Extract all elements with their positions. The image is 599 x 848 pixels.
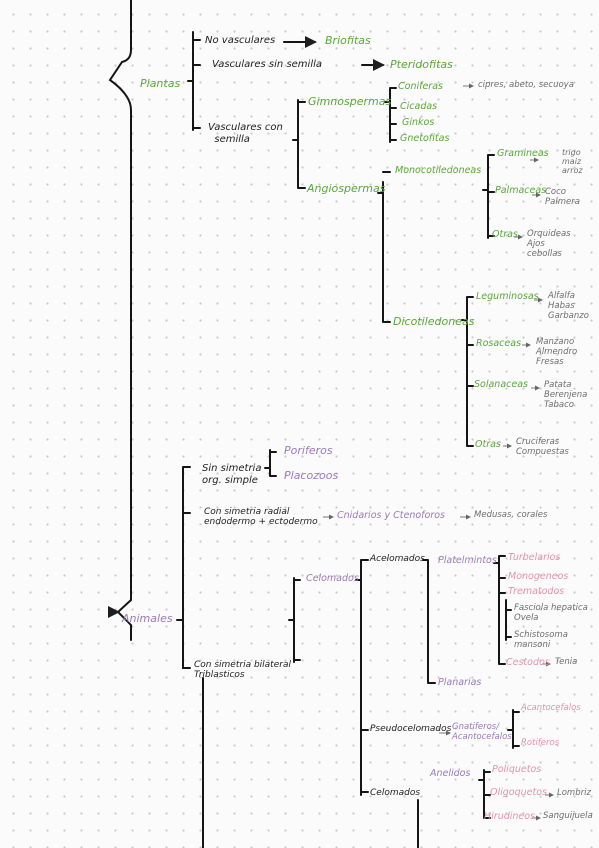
otras-dico-label: Otras (475, 439, 501, 450)
leguminosas-examples: Alfalfa Habas Garbanzo (548, 291, 589, 321)
sin-simetria-label: Sin simetria org. simple (202, 463, 262, 486)
rotiferos-label: Rotiferos (521, 738, 560, 748)
hirudineos-example: Sanguijuela (543, 811, 593, 821)
solanaceas-examples: Patata Berenjena Tabaco (544, 380, 588, 410)
palmaceas-examples: Coco Palmera (545, 187, 580, 207)
rosaceas-label: Rosaceas (476, 338, 522, 349)
hirudineos-label: Hirudineos (484, 811, 536, 822)
angiospermas-label: Angiospermas (307, 182, 386, 195)
vasculares-con-semilla-label: Vasculares con semilla (208, 122, 283, 145)
platelmintos-label: Platelmintos (438, 555, 497, 566)
celomados-label: Celomados (306, 573, 359, 584)
otras-mono-examples: Orquideas Ajos cebollas (527, 229, 571, 259)
briofitas-label: Briofitas (325, 34, 371, 47)
trematodos-label: Trematodos (508, 586, 565, 597)
cestodos-label: Cestodos (506, 657, 550, 668)
cestodos-example: Tenia (555, 657, 578, 667)
turbelarios-label: Turbelarios (508, 552, 561, 563)
dicotiledoneas-label: Dicotiledoneas (393, 315, 475, 328)
pteridofitas-label: Pteridofitas (390, 58, 453, 71)
pseudocelomados-label: Pseudocelomados (370, 724, 452, 734)
simetria-bilateral-label: Con simetria bilateral Triblasticos (194, 660, 291, 681)
monogeneos-label: Monogeneos (508, 571, 569, 582)
acelomados-label: Acelomados (370, 554, 425, 564)
fasciola-label: Fasciola hepatica Ovela (514, 603, 588, 623)
otras-mono-label: Otras (492, 229, 518, 240)
otras-dico-examples: Cruciferas Compuestas (516, 437, 569, 457)
rosaceas-examples: Manzano Almendro Fresas (536, 337, 578, 367)
ginkos-label: Ginkos (402, 117, 435, 128)
palmaceas-label: Palmaceas (495, 185, 547, 196)
leguminosas-label: Leguminosas (476, 291, 539, 302)
gramineas-label: Gramineas (497, 148, 549, 159)
animales-label: Animales (122, 612, 173, 625)
no-vasculares-label: No vasculares (205, 35, 276, 46)
poliquetos-label: Poliquetos (492, 764, 542, 775)
oligoquetos-label: Oligoquetos (490, 787, 547, 798)
monocotiledoneas-label: Monocotiledoneas (395, 165, 482, 176)
simetria-radial-label: Con simetria radial endodermo + ectoderm… (204, 507, 318, 528)
gramineas-examples: trigo maiz arroz (562, 148, 583, 176)
planarias-label: Planarias (438, 677, 482, 688)
gnatiferos-label: Gnatiferos/ Acantocefalos (452, 722, 512, 742)
schistosoma-label: Schistosoma mansoni (514, 630, 568, 650)
gimnospermas-label: Gimnospermas (308, 95, 392, 108)
poriferos-label: Poriferos (284, 444, 333, 457)
oligoquetos-example: Lombriz (557, 788, 591, 798)
vasculares-sin-semilla-label: Vasculares sin semilla (212, 59, 323, 70)
cnidarios-examples: Medusas, corales (474, 510, 548, 520)
gnetofitas-label: Gnetofitas (400, 133, 450, 144)
acantocefalos-label: Acantocefalos (521, 703, 581, 713)
celomados-bottom-label: Celomados (370, 788, 421, 798)
plantas-label: Plantas (140, 77, 181, 90)
coniferas-examples: cipres, abeto, secuoya (478, 80, 574, 90)
cnidarios-label: Cnidarios y Ctenoforos (337, 510, 445, 521)
anelidos-label: Anelidos (430, 768, 471, 779)
solanaceas-label: Solanaceas (474, 379, 528, 390)
coniferas-label: Coniferas (398, 81, 443, 92)
cicadas-label: Cicadas (400, 101, 438, 112)
placozoos-label: Placozoos (284, 469, 339, 482)
